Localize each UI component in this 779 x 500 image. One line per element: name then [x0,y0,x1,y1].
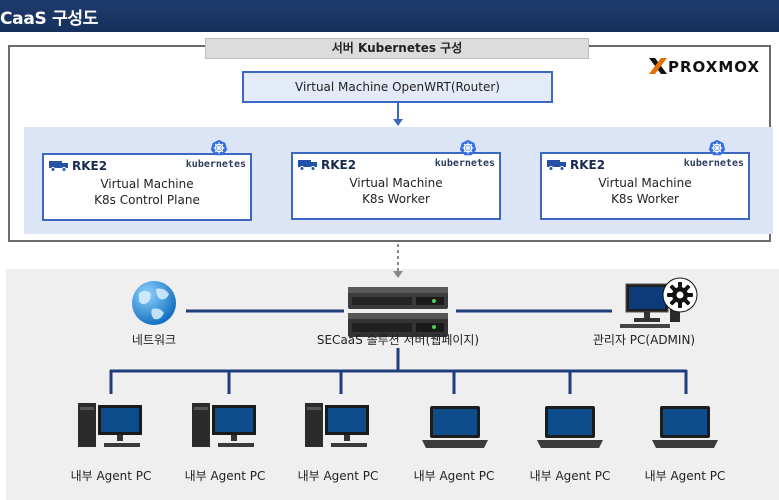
kubernetes-label: kubernetes [434,158,495,169]
rke2-badge: RKE2 [48,158,107,173]
rke2-truck-icon [547,160,566,171]
dashed-link-arrow [393,271,403,278]
agent-pc-label: 내부 Agent PC [297,469,379,483]
kubernetes-label: kubernetes [185,159,246,170]
router-arrow-head [393,119,403,126]
vm-card-control-plane: RKE2 kubernetes Virtual Machine K8s Cont… [42,153,252,221]
laptop-icon [652,406,718,448]
rke2-truck-icon [49,161,68,172]
vm-role-label: K8s Worker [611,192,679,206]
desktop-pc-icon [78,403,142,447]
vm-role-label: K8s Worker [362,192,430,206]
title-bar [0,0,779,32]
server-group-title: 서버 Kubernetes 구성 [205,38,589,59]
rke2-label: RKE2 [72,159,108,173]
globe-icon [132,281,176,325]
rke2-label: RKE2 [570,158,606,172]
page-title: CaaS 구성도 [0,9,99,29]
router-vm-box: Virtual Machine OpenWRT(Router) [242,71,553,103]
vm-role-label: K8s Control Plane [94,193,200,207]
kubernetes-icon [459,139,477,156]
vm-card-worker-1: RKE2 kubernetes Virtual Machine K8s Work… [291,152,501,220]
desktop-pc-icon [305,403,369,447]
rke2-badge: RKE2 [546,157,605,172]
proxmox-x-icon [649,58,667,74]
vm-type-label: Virtual Machine [100,177,194,191]
agent-pc-label: 내부 Agent PC [70,469,152,483]
desktop-pc-icon [192,403,256,447]
proxmox-brand-text: PROXMOX [668,58,761,76]
rke2-badge: RKE2 [297,157,356,172]
admin-pc-label: 관리자 PC(ADMIN) [592,333,696,347]
network-label: 네트워크 [131,333,177,347]
kubernetes-icon [210,139,228,156]
agent-pc-label: 내부 Agent PC [184,469,266,483]
server-rack-icon [348,287,448,337]
agent-pc-label: 내부 Agent PC [413,469,495,483]
kubernetes-label: kubernetes [683,158,744,169]
rke2-label: RKE2 [321,158,357,172]
agent-pc-label: 내부 Agent PC [644,469,726,483]
gear-icon [662,277,698,313]
rke2-truck-icon [298,160,317,171]
kubernetes-icon [708,139,726,156]
vm-card-worker-2: RKE2 kubernetes Virtual Machine K8s Work… [540,152,750,220]
proxmox-logo: PROXMOX [648,57,778,77]
agent-pc-label: 내부 Agent PC [529,469,611,483]
vm-type-label: Virtual Machine [349,176,443,190]
solution-server-label: SECaaS 솔루션 서버(웹페이지) [316,333,480,347]
laptop-icon [422,406,488,448]
laptop-icon [537,406,603,448]
vm-type-label: Virtual Machine [598,176,692,190]
